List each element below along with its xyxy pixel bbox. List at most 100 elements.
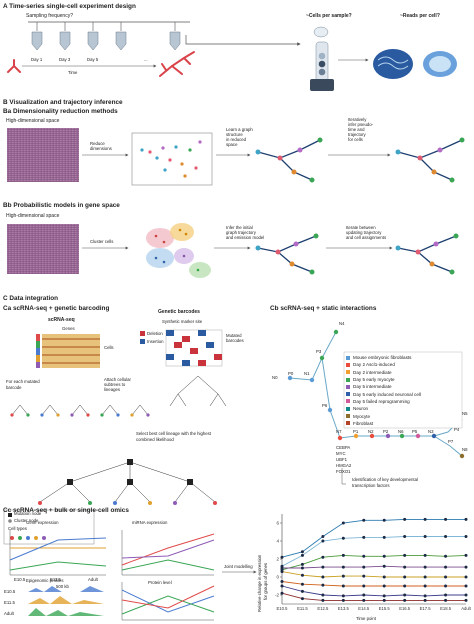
insertion-legend: Insertion <box>147 339 164 344</box>
ba-step2-line4: space <box>226 142 238 147</box>
legend-swatch <box>346 355 350 360</box>
data-point <box>341 574 345 578</box>
data-point <box>362 598 366 602</box>
data-point <box>423 565 427 569</box>
data-point <box>444 575 448 579</box>
data-point <box>300 562 304 566</box>
data-point <box>382 518 386 522</box>
node-p7: P7 <box>448 439 454 444</box>
panel-epigenomic: Epigenomic profiles <box>26 578 64 583</box>
data-point <box>444 598 448 602</box>
mutated-barcodes-1: Mutated <box>226 333 242 338</box>
data-point <box>382 584 386 588</box>
select-1: Select best cell lineage with the highes… <box>136 431 212 436</box>
node-n1: N1 <box>304 371 310 376</box>
data-point <box>362 554 366 558</box>
x-tick-label: E12.5 <box>317 606 329 611</box>
data-point <box>464 517 468 521</box>
tf-ubf1: UBF1 <box>336 457 347 462</box>
bb-step2-line1: Infer the initial <box>226 225 253 230</box>
reduced-points <box>140 140 202 178</box>
data-point <box>341 584 345 588</box>
data-point <box>403 565 407 569</box>
section-b-title: B Visualization and trajectory inference <box>3 99 123 106</box>
ba-step2-line2: structure <box>226 132 243 137</box>
tf-note-2: transcription factors <box>352 483 390 488</box>
data-point <box>382 594 386 598</box>
tf-myc: MYC <box>336 451 346 456</box>
data-point <box>300 550 304 554</box>
data-point <box>321 583 325 587</box>
panel-mirna-expression: miRNA expression <box>132 520 168 525</box>
data-point <box>362 535 366 539</box>
ba-step3-line3: time and <box>348 127 365 132</box>
legend-label: Day 2 intermediate <box>353 369 392 375</box>
series-line <box>281 585 466 597</box>
node-p6: P6 <box>322 403 328 408</box>
data-point <box>362 574 366 578</box>
series-line <box>281 592 466 601</box>
per-barcode-2: barcode <box>6 385 22 390</box>
joint-modelling: Joint modelling <box>224 564 253 569</box>
data-point <box>321 593 325 597</box>
day-label-3: Day 3 <box>59 57 71 62</box>
panel-protein-level: Protein level <box>148 580 172 585</box>
legend-item: Day 5 intermediate <box>346 383 421 390</box>
sequencer-icon <box>373 49 457 79</box>
sampling-question: Sampling frequency? <box>26 13 73 19</box>
legend-swatch <box>346 384 350 389</box>
node-n0: N0 <box>272 375 278 380</box>
data-point <box>403 517 407 521</box>
data-point <box>423 535 427 538</box>
ba-step3-line5: for cells <box>348 137 363 142</box>
tf-cebpa: CEBPA <box>336 445 351 450</box>
data-point <box>444 584 448 588</box>
series-line <box>281 571 466 578</box>
per-barcode-1: For each mutated <box>6 379 40 384</box>
genetic-barcodes-label: Genetic barcodes <box>158 309 200 315</box>
data-point <box>300 573 304 577</box>
node-p2: P2 <box>383 429 389 434</box>
data-point <box>321 565 325 569</box>
droplet-device-icon <box>310 26 334 91</box>
ba-step3-line4: trajectory <box>348 132 366 137</box>
bb-step2-line3: and emission model <box>226 235 265 240</box>
legend-label: Fibroblast <box>353 420 374 426</box>
data-point <box>444 535 448 538</box>
cell-types-legend: Cell types <box>8 526 27 531</box>
cells-label: Cells <box>104 345 114 350</box>
deletion-legend: Deletion <box>147 331 163 336</box>
data-point <box>362 518 366 522</box>
y-tick-label: 6 <box>276 521 279 526</box>
section-c-title: C Data integration <box>3 295 59 302</box>
series-line <box>281 554 467 571</box>
node-n8: N8 <box>462 447 468 452</box>
tf-hmga2: HMGA2 <box>336 463 352 468</box>
x-tick-label: E16.5 <box>399 606 411 611</box>
data-point <box>423 517 427 521</box>
data-point <box>382 554 386 558</box>
legend-item: Day 5 early induced neuronal cell <box>346 390 421 397</box>
data-point <box>403 553 407 557</box>
data-point <box>341 553 345 557</box>
ge-x-adult: Adult <box>88 577 98 582</box>
legend-item: Day 5 failed reprogramming <box>346 398 421 405</box>
data-point <box>382 598 386 602</box>
ba-space-label: High-dimensional space <box>6 118 60 124</box>
legend-swatch <box>346 399 350 404</box>
data-point <box>423 598 427 602</box>
data-point <box>444 565 448 569</box>
legend-swatch <box>346 421 350 426</box>
series-line <box>281 536 466 567</box>
node-p5: P5 <box>412 429 418 434</box>
ba-step1-line1: Reduce <box>90 141 105 146</box>
section-cc-title: Cc scRNA-seq + bulk or single-cell omics <box>3 507 129 514</box>
time-label: Time <box>68 70 78 75</box>
data-point <box>321 598 325 602</box>
y-tick-label: 4 <box>276 539 279 544</box>
data-point <box>423 584 427 588</box>
ba-step3-line1: Iteratively <box>348 117 367 122</box>
legend-item: Fibroblast <box>346 420 421 427</box>
node-n2: N2 <box>368 429 374 434</box>
